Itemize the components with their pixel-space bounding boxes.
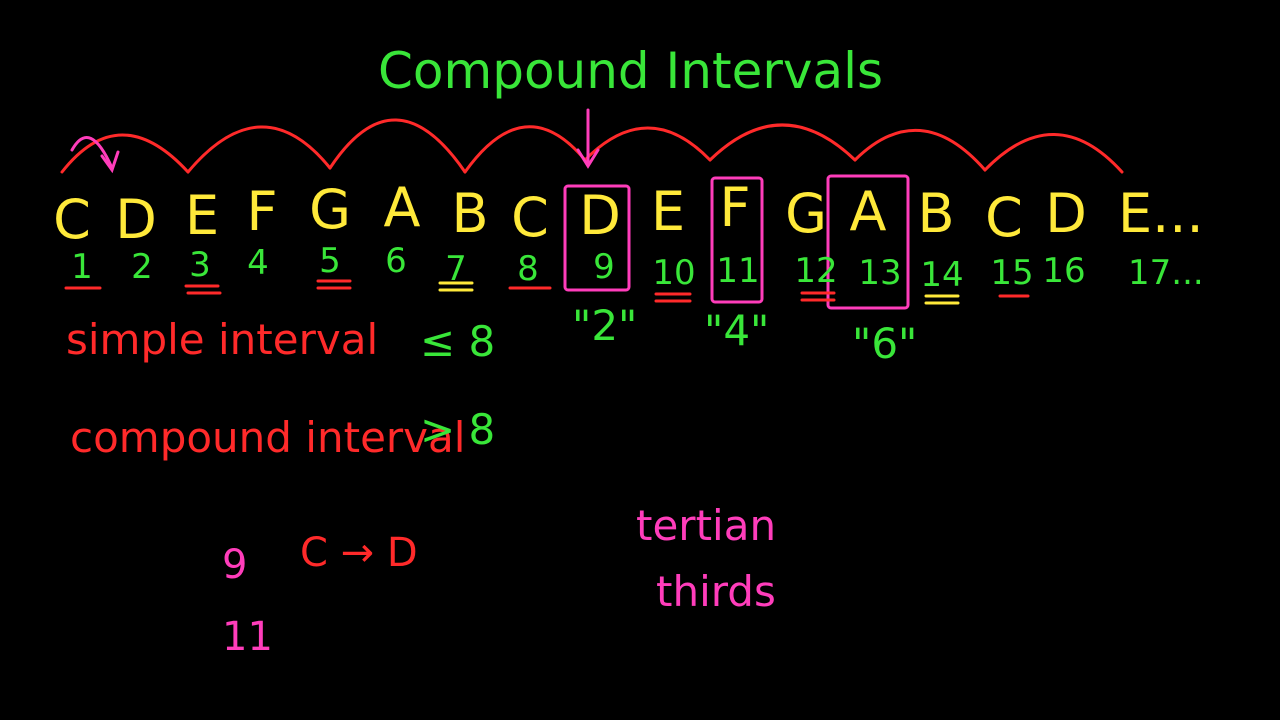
number-12: 12 [794,251,837,291]
note-14: B [917,182,954,245]
simple-interval-label: simple interval [66,315,378,364]
note-15: C [985,186,1023,249]
note-12: G [785,182,827,245]
compound-equiv-4: "4" [704,306,769,355]
note-4: F [246,180,277,243]
arc-2 [186,125,332,174]
highlight-boxes [563,174,910,310]
word-thirds: thirds [656,567,776,616]
number-16: 16 [1042,251,1085,291]
arc-4 [463,125,587,174]
simple-interval-rule: ≤ 8 [420,317,495,366]
box-d-9 [563,184,631,292]
number-13: 13 [858,253,901,293]
note-5: G [309,178,351,241]
example-c-to-d: C → D [300,530,418,576]
arc-3 [328,118,467,174]
number-3: 3 [189,245,211,285]
note-9: D [579,184,621,247]
number-11: 11 [716,251,759,291]
arc-8 [983,133,1124,174]
compound-interval-rule: > 8 [420,405,495,454]
number-7: 7 [445,249,467,289]
arc-1 [60,133,190,174]
number-1: 1 [71,247,93,287]
note-2: D [115,188,157,251]
number-underlines [64,279,1030,305]
compound-equiv-2: "2" [572,301,637,350]
number-10: 10 [652,253,695,293]
example-eleven: 11 [222,614,273,660]
note-16: D [1045,182,1087,245]
number-14: 14 [920,255,963,295]
word-tertian: tertian [636,501,776,550]
note-7: B [451,182,488,245]
number-9: 9 [593,247,615,287]
arrow-c-to-d [70,136,114,170]
arrowhead-second-d [576,148,600,169]
note-1: C [53,188,91,251]
number-5: 5 [319,241,341,281]
compound-interval-label: compound interval [70,413,465,462]
note-6: A [384,176,421,239]
arrowhead-c-to-d [100,150,120,174]
interval-arcs [60,118,1124,174]
compound-equiv-6: "6" [852,319,917,368]
note-17: E... [1118,182,1204,245]
number-2: 2 [131,247,153,287]
note-10: E [651,180,685,243]
arc-7 [853,128,987,172]
arc-5 [583,126,712,162]
number-6: 6 [385,241,407,281]
note-11: F [719,176,750,239]
number-15: 15 [990,253,1033,293]
pink-arrows [70,108,600,174]
number-17: 17... [1128,253,1204,293]
note-13: A [850,180,887,243]
note-3: E [185,184,219,247]
box-f-11 [710,176,764,304]
arc-6 [708,123,857,162]
box-a-13 [826,174,910,310]
title: Compound Intervals [378,42,883,100]
number-4: 4 [247,243,269,283]
note-8: C [511,186,549,249]
number-8: 8 [517,249,539,289]
example-nine: 9 [222,542,247,588]
